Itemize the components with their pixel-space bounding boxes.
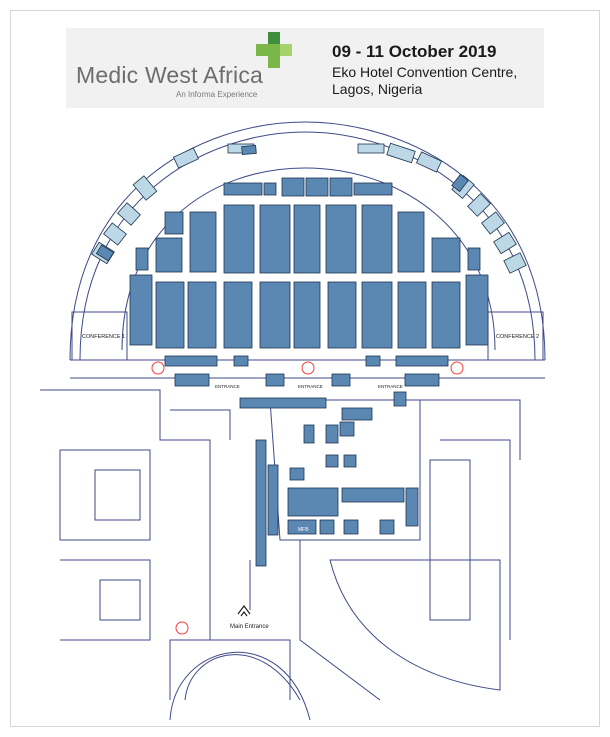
booth-block: [189, 211, 217, 273]
booth-block: [155, 281, 185, 349]
booth-block: [164, 211, 184, 235]
booth: [135, 247, 149, 271]
perimeter-booth: [103, 222, 127, 246]
perimeter-booth: [357, 143, 385, 154]
booth-block: [397, 211, 425, 273]
booth: [343, 519, 359, 535]
booth: [353, 182, 393, 196]
booth: [241, 144, 257, 156]
booth-block: [259, 281, 291, 349]
booth: [303, 424, 315, 444]
entrance-marker-lower: [175, 621, 189, 635]
hall-outer-wall: [69, 121, 546, 361]
event-dates: 09 - 11 October 2019: [332, 42, 497, 61]
booth: [404, 373, 440, 387]
header-banner: [66, 28, 544, 108]
booth: [95, 244, 115, 262]
brand-name: Medic West Africa: [76, 62, 264, 88]
booth: [305, 177, 329, 197]
booth: [405, 487, 419, 527]
booth-block: [155, 237, 183, 273]
booth: [164, 355, 218, 367]
booth: [287, 487, 339, 517]
conference-1-label: CONFERENCE 1: [82, 334, 125, 340]
perimeter-booth: [481, 211, 505, 235]
venue-line-1: Eko Hotel Convention Centre,: [332, 64, 518, 80]
booth: [325, 454, 339, 468]
perimeter-booth: [172, 147, 200, 169]
booth-block: [293, 204, 321, 274]
booth: [339, 421, 355, 437]
booth: [379, 519, 395, 535]
booth: [289, 467, 305, 481]
booth-block: [293, 281, 321, 349]
main-entrance-icon: [237, 605, 251, 617]
booth: [343, 454, 357, 468]
booth-block: [187, 281, 217, 349]
booth: [239, 397, 327, 409]
booth-block: [259, 204, 291, 274]
booth-block: [325, 204, 357, 274]
booth: [365, 355, 381, 367]
entrance-mid-label: ENTRANCE: [298, 384, 323, 389]
booth: [393, 391, 407, 407]
booth-block: [465, 274, 489, 346]
booth: [255, 439, 267, 567]
booth-block: [361, 204, 393, 274]
venue-line-2: Lagos, Nigeria: [332, 81, 423, 97]
perimeter-booth: [117, 202, 141, 226]
booth: [281, 177, 305, 197]
booth: [319, 519, 335, 535]
conference-1-room: [71, 311, 128, 361]
driveway-arc: [184, 654, 301, 701]
booth-block: [431, 237, 461, 273]
booth: [325, 424, 339, 444]
booth-block: [397, 281, 427, 349]
entrance-marker-right: [450, 361, 464, 375]
brand-tagline: An Informa Experience: [176, 90, 258, 99]
booth: [341, 487, 405, 503]
booth: [329, 177, 353, 197]
entrance-right-label: ENTRANCE: [378, 384, 403, 389]
booth: [267, 464, 279, 536]
perimeter-booth: [415, 151, 443, 173]
booth-block: [361, 281, 393, 349]
conference-2-label: CONFERENCE 2: [496, 334, 539, 340]
logo-cross-icon: [256, 32, 292, 68]
booth-block: [223, 281, 253, 349]
perimeter-booth: [503, 252, 527, 274]
entrance-marker-left: [151, 361, 165, 375]
booth: [451, 173, 469, 193]
perimeter-booth: [132, 175, 158, 201]
mfb-label: MFB: [298, 527, 309, 533]
booth: [341, 407, 373, 421]
booth: [265, 373, 285, 387]
booth: [233, 355, 249, 367]
booth: [467, 247, 481, 271]
booth-block: [129, 274, 153, 346]
booth: [174, 373, 210, 387]
booth: [287, 519, 317, 535]
map-frame: [10, 10, 600, 727]
booth-block: [327, 281, 357, 349]
perimeter-booth: [467, 193, 491, 217]
booth: [223, 182, 263, 196]
perimeter-booth: [386, 142, 416, 164]
event-venue: Eko Hotel Convention Centre, Lagos, Nige…: [332, 64, 517, 98]
booth-block: [223, 204, 255, 274]
entrance-left-label: ENTRANCE: [215, 384, 240, 389]
booth: [395, 355, 449, 367]
main-entrance-label: Main Entrance: [230, 624, 269, 630]
booth: [263, 182, 277, 196]
booth-block: [431, 281, 461, 349]
entrance-marker-mid: [301, 361, 315, 375]
booth: [331, 373, 351, 387]
perimeter-booth: [493, 231, 517, 255]
lobby-outline: [40, 389, 291, 700]
